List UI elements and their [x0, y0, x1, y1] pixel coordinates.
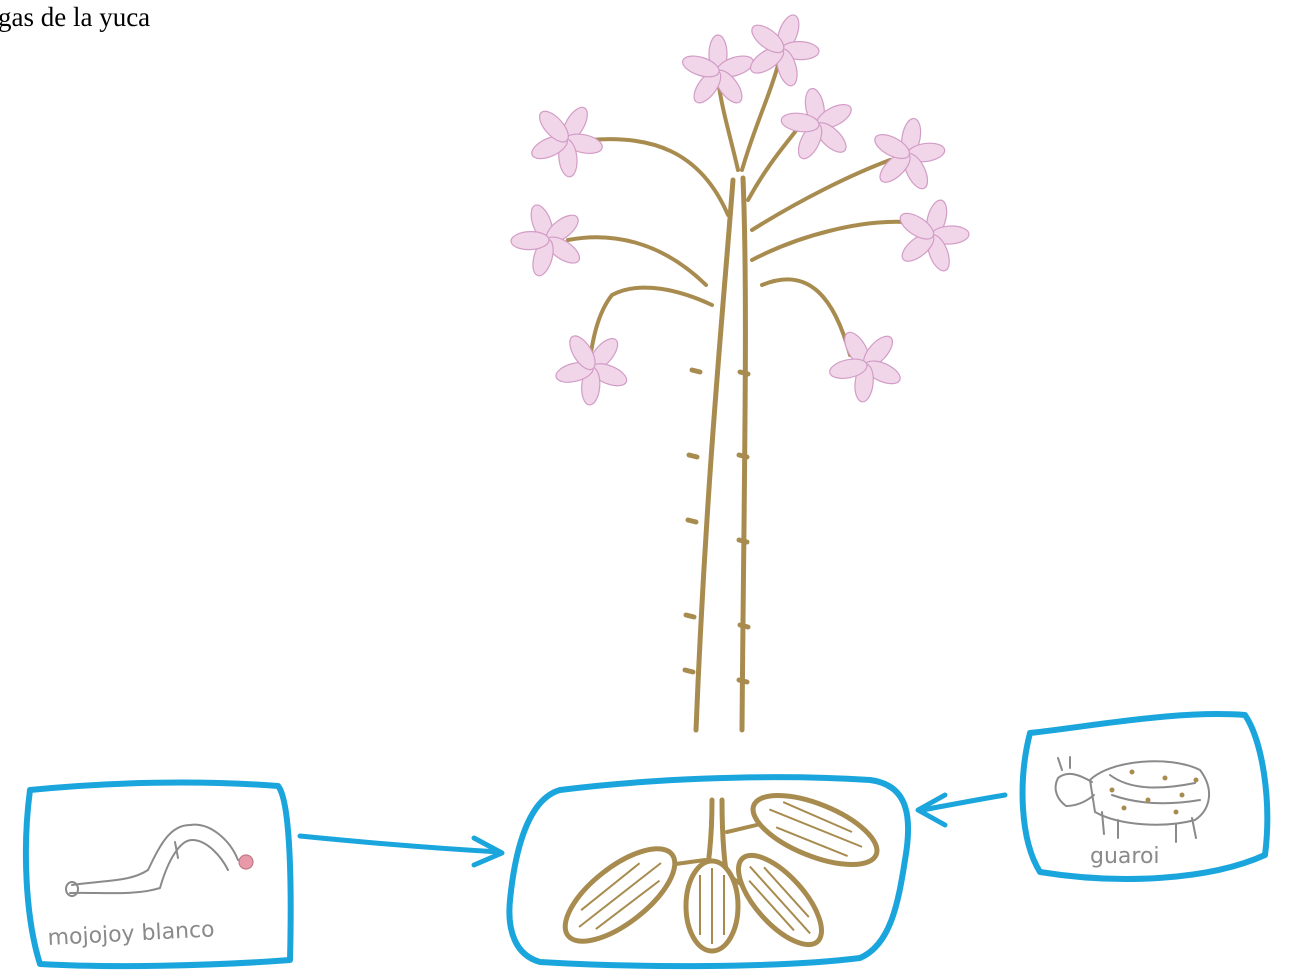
- worm-panel: mojojoy blanco: [26, 783, 291, 967]
- flower: [680, 35, 756, 107]
- grub-head: [239, 855, 253, 869]
- animal-panel: guaroi: [1023, 714, 1268, 879]
- root-tuber: [551, 832, 689, 957]
- flower: [864, 112, 951, 196]
- flower: [734, 2, 830, 96]
- flower: [886, 190, 978, 279]
- worm-label: mojojoy blanco: [47, 917, 215, 951]
- cassava-plant: [500, 2, 979, 730]
- flower: [540, 315, 645, 419]
- arrow-worm-to-root: [300, 836, 502, 865]
- branches: [568, 65, 905, 370]
- flower: [815, 314, 917, 415]
- arrow-animal-to-root: [918, 795, 1005, 825]
- white-grub-sketch: [66, 825, 253, 896]
- flower: [774, 82, 861, 166]
- root-tuber: [686, 861, 738, 951]
- main-stem-left: [696, 180, 733, 730]
- cassava-roots: [551, 781, 886, 958]
- root-panel: [509, 777, 908, 966]
- agouti-sketch: [1056, 757, 1209, 842]
- animal-label: guaroi: [1090, 844, 1160, 869]
- flowers: [500, 2, 979, 419]
